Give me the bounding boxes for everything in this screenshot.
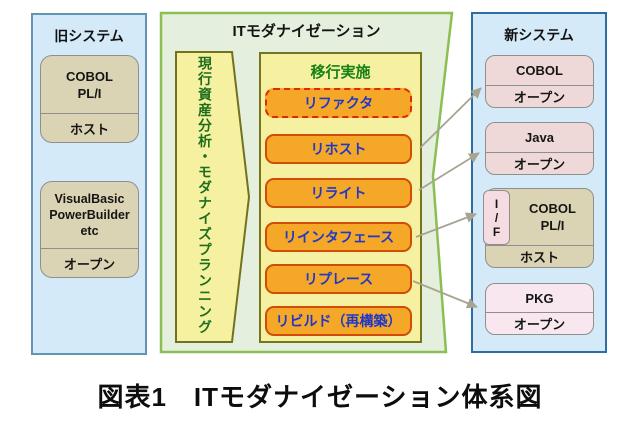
legacy-language: VisualBasic xyxy=(54,192,125,206)
legacy-vb-languages: VisualBasic PowerBuilder etc xyxy=(41,182,138,248)
legacy-cobol-languages: COBOL PL/I xyxy=(41,56,138,113)
new-language: PKG xyxy=(525,290,554,306)
modernization-title: ITモダナイゼーション xyxy=(232,23,381,40)
new-pkg-language: PKG xyxy=(486,284,593,312)
migration-box: 移行実施 リファクタ リホスト リライト リインタフェース リプレース リビルド… xyxy=(259,52,422,343)
method-reinterface: リインタフェース xyxy=(265,222,412,252)
new-language: Java xyxy=(525,130,554,145)
new-system-panel: 新システム COBOL オープン Java オープン COBOL PL/I ホ xyxy=(471,12,607,353)
new-cobol-host-languages: COBOL PL/I xyxy=(486,189,593,245)
new-cobol-host-platform: ホスト xyxy=(486,245,593,267)
interface-label-box: I / F xyxy=(483,190,510,245)
platform-label: オープン xyxy=(513,317,566,332)
legacy-vb-box: VisualBasic PowerBuilder etc オープン xyxy=(40,181,139,278)
method-rehost: リホスト xyxy=(265,134,412,164)
interface-label-line: I xyxy=(494,196,499,211)
migration-title: 移行実施 xyxy=(310,64,371,81)
platform-label: オープン xyxy=(513,90,566,105)
platform-label: ホスト xyxy=(519,250,559,265)
analysis-strip: 現行資産分析・モダナイズプランニング xyxy=(175,56,235,344)
method-refactor: リファクタ xyxy=(265,88,412,118)
legacy-language: etc xyxy=(80,224,99,238)
new-language: COBOL xyxy=(516,63,563,78)
platform-label: オープン xyxy=(63,256,116,272)
figure-caption: 図表1 ITモダナイゼーション体系図 xyxy=(97,382,543,412)
new-system-title: 新システム xyxy=(504,27,574,43)
new-java-platform: オープン xyxy=(486,152,593,174)
analysis-strip-text: 現行資産分析・モダナイズプランニング xyxy=(197,56,213,335)
interface-label-line: F xyxy=(492,224,501,239)
platform-label: オープン xyxy=(513,157,566,172)
new-language: COBOL xyxy=(529,201,576,216)
new-cobol-platform: オープン xyxy=(486,85,593,107)
analysis-strip-shape xyxy=(175,51,251,343)
legacy-cobol-box: COBOL PL/I ホスト xyxy=(40,55,139,143)
new-pkg-platform: オープン xyxy=(486,312,593,334)
method-rewrite: リライト xyxy=(265,178,412,208)
new-language: PL/I xyxy=(540,218,565,233)
method-rebuild: リビルド（再構築） xyxy=(265,306,412,336)
old-system-title: 旧システム xyxy=(54,28,124,44)
legacy-vb-platform: オープン xyxy=(41,248,138,277)
legacy-cobol-platform: ホスト xyxy=(41,113,138,142)
platform-label: ホスト xyxy=(69,121,109,137)
new-java-open-box: Java オープン xyxy=(485,122,594,175)
method-replace: リプレース xyxy=(265,264,412,294)
new-pkg-open-box: PKG オープン xyxy=(485,283,594,335)
interface-label-line: / xyxy=(494,210,499,225)
new-cobol-open-box: COBOL オープン xyxy=(485,55,594,108)
new-cobol-language: COBOL xyxy=(486,56,593,85)
old-system-panel: 旧システム COBOL PL/I ホスト VisualBasic PowerBu… xyxy=(31,13,147,355)
legacy-language: COBOL xyxy=(66,68,113,84)
legacy-language: PL/I xyxy=(77,85,102,101)
legacy-language: PowerBuilder xyxy=(49,208,130,222)
new-java-language: Java xyxy=(486,123,593,152)
